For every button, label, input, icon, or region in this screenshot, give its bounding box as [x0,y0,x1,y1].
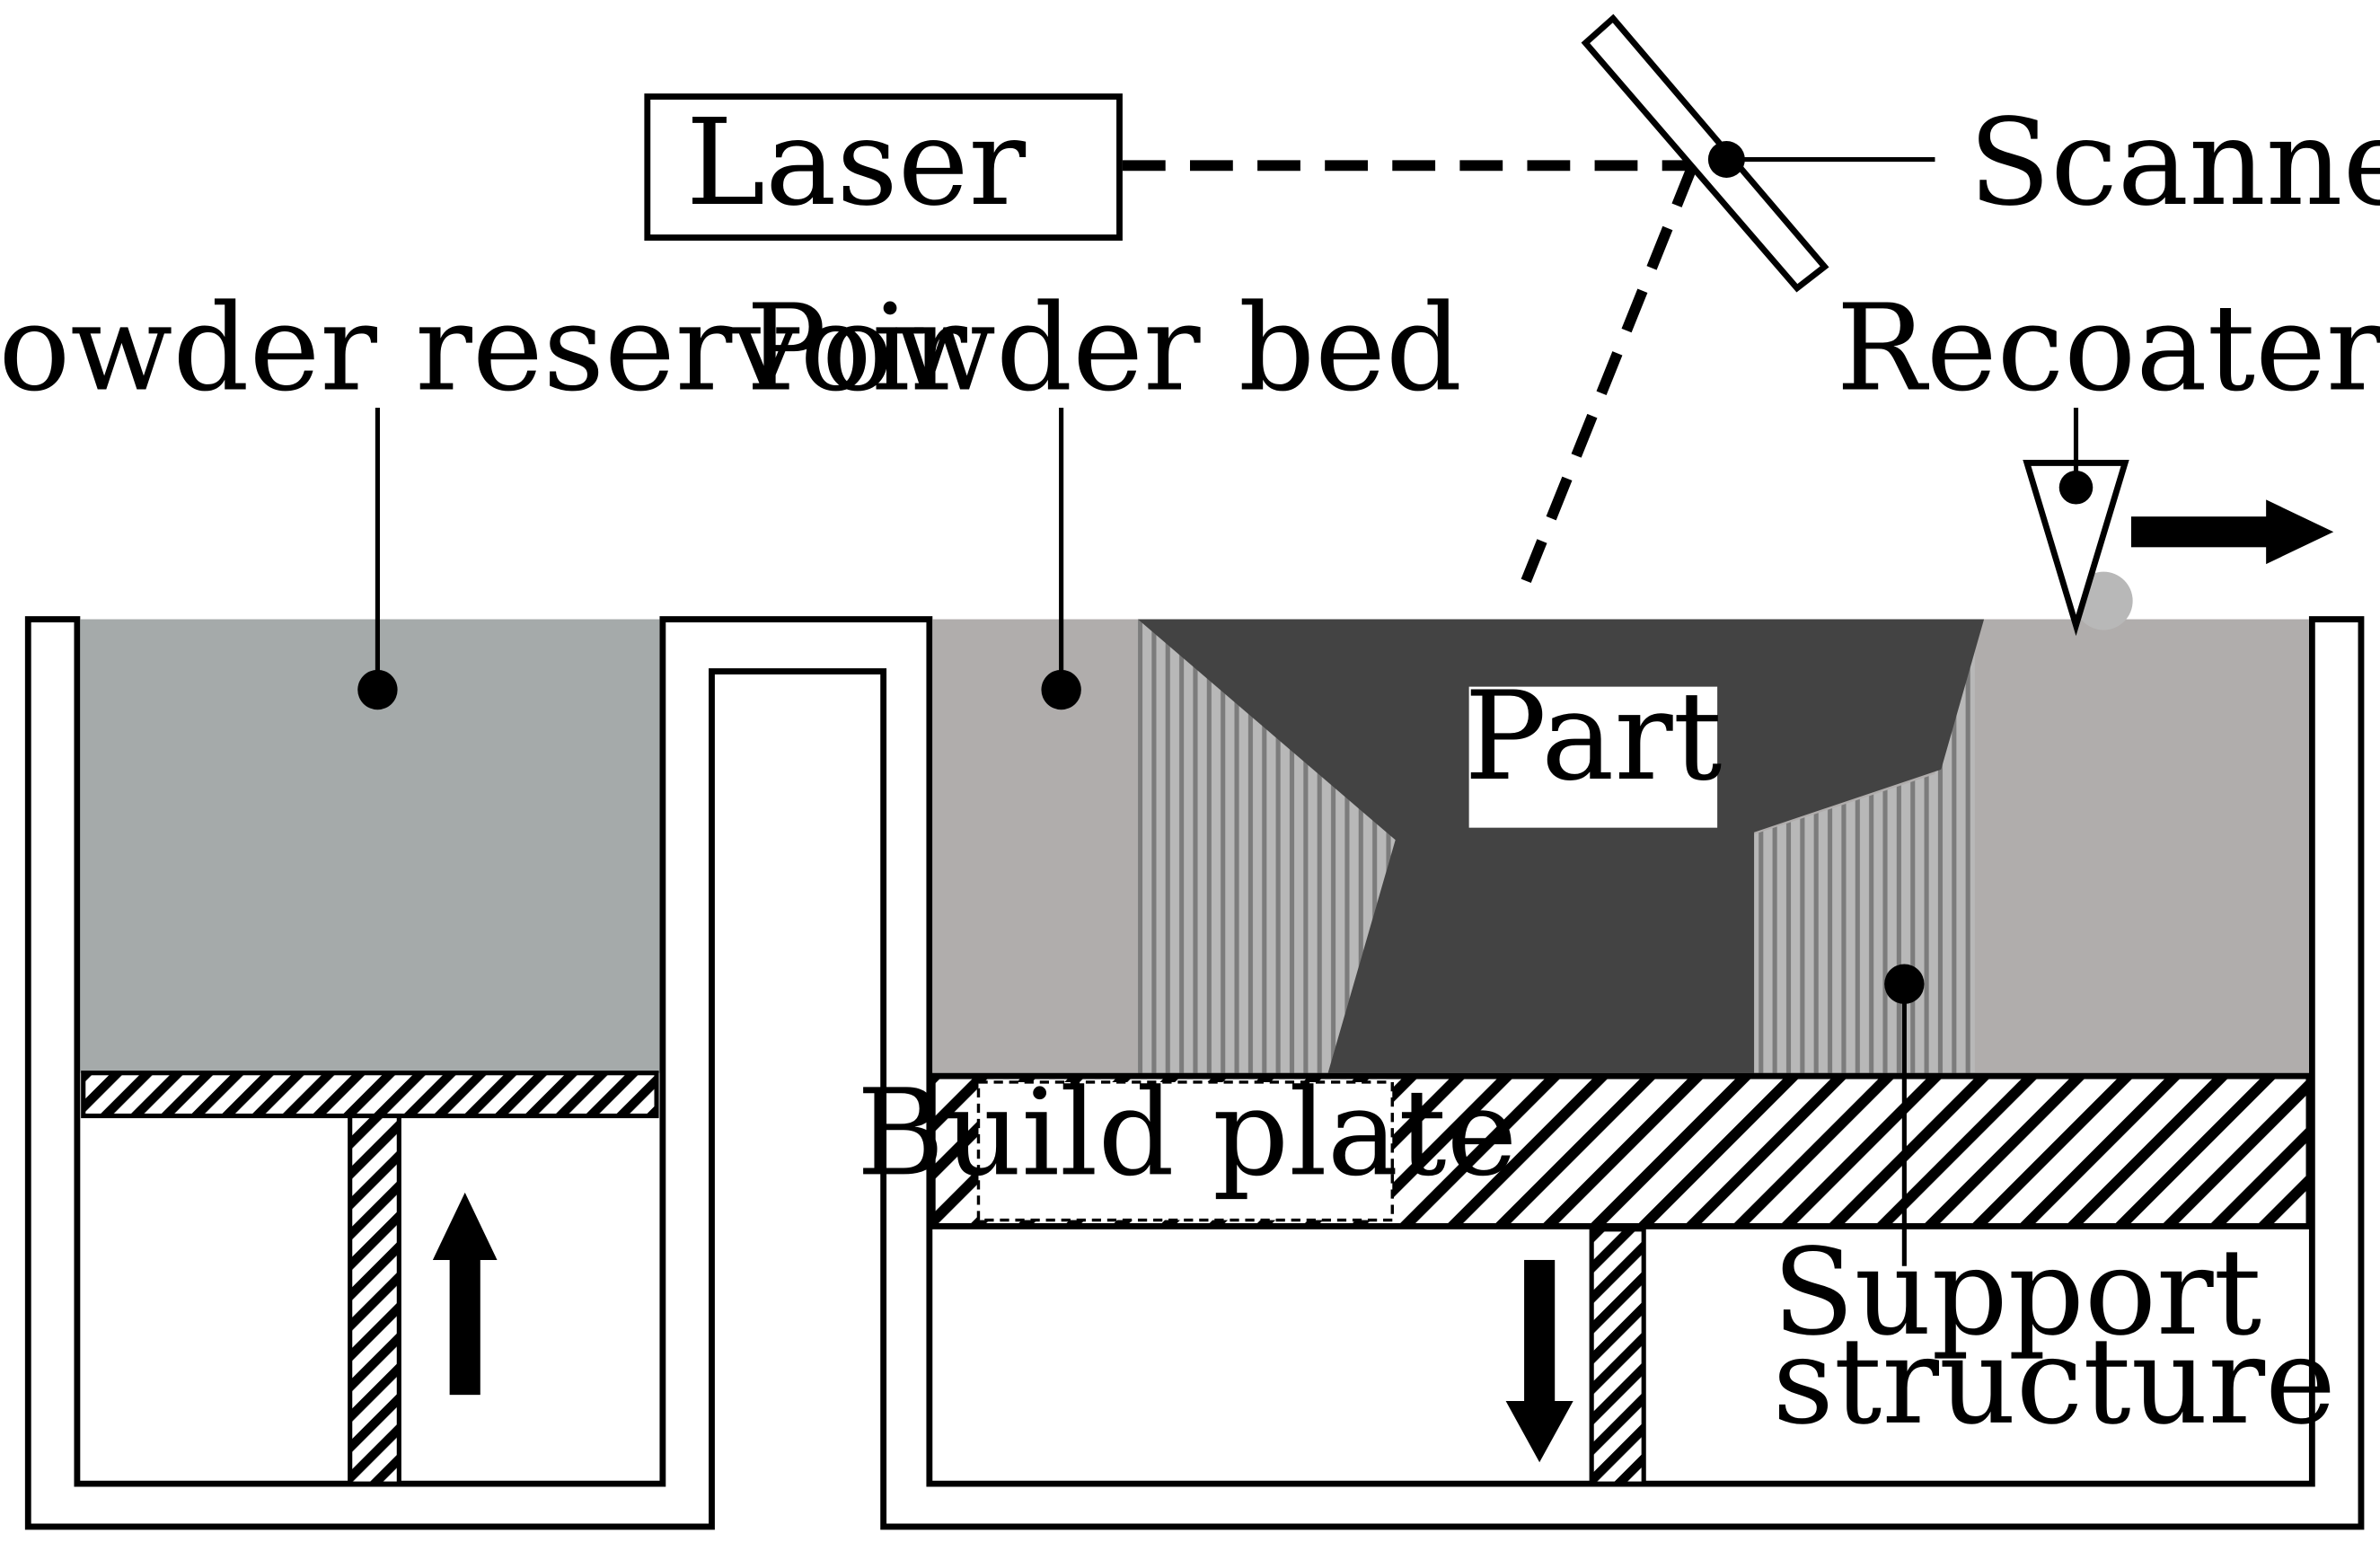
down-arrow-icon [1505,1259,1573,1463]
part-shape [1137,619,1985,1073]
powder-reservoir-dot [357,669,398,710]
right-arrow-icon [2130,499,2334,565]
scanner-label: Scanner [1969,93,2380,233]
laser-beam-diagonal [1512,163,1698,604]
powder-reservoir-label: Powder reservoir [0,279,967,419]
laser-box [644,93,1123,241]
recoater-label: Recoater [1837,279,2380,419]
reservoir-platform [81,1071,659,1119]
part-label: Part [1464,665,1722,808]
support-structure-right [1750,619,1975,1073]
powder-bed-dot [1041,669,1081,710]
build-plate-label: Build plate [857,1063,1518,1203]
laser-label: Laser [686,93,1027,233]
build-piston-rod [1589,1227,1646,1486]
up-arrow-icon [432,1192,498,1396]
reservoir-outer-wall [24,616,2365,1530]
machine-walls [24,616,2365,1530]
powder-bed-label: Powder bed [746,279,1462,419]
support-structure-left [1137,619,1396,1073]
part-label-box [1468,686,1718,828]
build-plate-label-box [976,1080,1394,1222]
reservoir-piston-rod [348,1113,401,1486]
scanner-mirror [1581,13,1829,293]
recoater-pivot [2058,470,2094,505]
support-structure-label-line1: Support [1773,1223,2262,1362]
support-structure-label-line2: structure [1773,1312,2336,1451]
support-structure-dot [1884,964,1925,1004]
